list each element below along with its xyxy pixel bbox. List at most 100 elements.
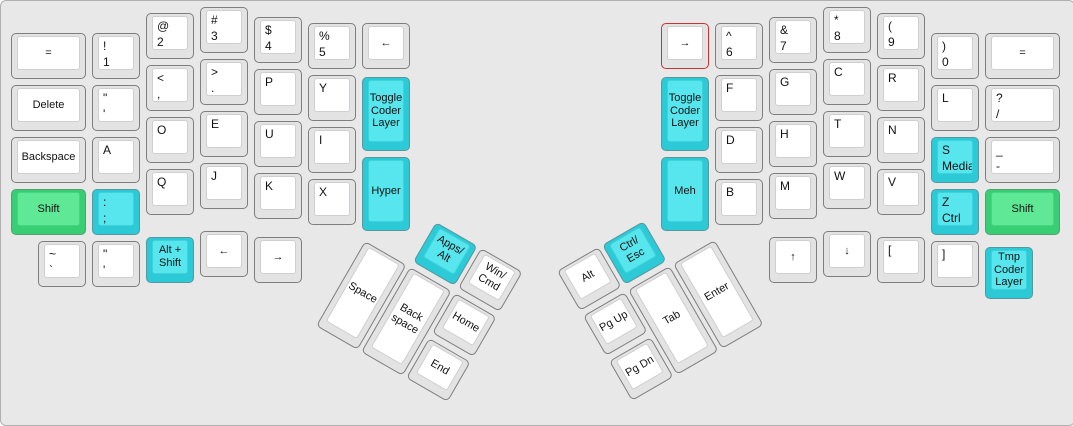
key-legend: Enter bbox=[702, 279, 731, 304]
key-underscore-minus[interactable]: _- bbox=[985, 137, 1060, 183]
key-legend: ' bbox=[103, 106, 106, 121]
keycap-face: [ bbox=[883, 240, 919, 274]
key-legend: Pg Dn bbox=[623, 353, 656, 379]
key-legend: = bbox=[1019, 46, 1026, 59]
key-legend: Meh bbox=[674, 184, 696, 197]
key-letter-a[interactable]: A bbox=[92, 137, 140, 183]
key-letter-h[interactable]: H bbox=[769, 121, 817, 167]
key-legend: ^ bbox=[726, 29, 732, 43]
key-letter-f[interactable]: F bbox=[715, 75, 763, 121]
key-quote-bottom[interactable]: "' bbox=[92, 241, 140, 287]
key-alt-shift[interactable]: Alt +Shift bbox=[146, 237, 194, 283]
keycap-face: Shift bbox=[991, 192, 1054, 226]
key-bracket-open[interactable]: [ bbox=[877, 237, 925, 283]
key-letter-r[interactable]: R bbox=[877, 65, 925, 111]
key-num-8[interactable]: *8 bbox=[823, 7, 871, 53]
key-legend: V bbox=[888, 175, 897, 189]
keycap-face: ] bbox=[937, 244, 973, 278]
key-letter-j[interactable]: J bbox=[200, 163, 248, 209]
key-shift-right[interactable]: Shift bbox=[985, 189, 1060, 235]
key-arrow-down[interactable]: ↓ bbox=[823, 231, 871, 277]
key-letter-p[interactable]: P bbox=[254, 69, 302, 115]
key-legend: Z bbox=[942, 195, 950, 209]
key-letter-u[interactable]: U bbox=[254, 121, 302, 167]
keycap-face: Q bbox=[152, 172, 188, 206]
key-letter-t[interactable]: T bbox=[823, 111, 871, 157]
key-letter-w[interactable]: W bbox=[823, 163, 871, 209]
key-tilde[interactable]: ~` bbox=[38, 241, 86, 287]
key-question-slash[interactable]: ?/ bbox=[985, 85, 1060, 131]
key-letter-x[interactable]: X bbox=[308, 179, 356, 225]
key-arrow-right-top[interactable]: → bbox=[661, 23, 709, 69]
key-num-2[interactable]: @2 bbox=[146, 13, 194, 59]
keycap-face: "' bbox=[98, 244, 134, 278]
key-legend: M bbox=[780, 179, 790, 193]
key-meh[interactable]: Meh bbox=[661, 157, 709, 231]
key-bracket-close[interactable]: ] bbox=[931, 241, 979, 287]
keycap-face: → bbox=[667, 26, 703, 60]
key-period[interactable]: >. bbox=[200, 59, 248, 105]
key-letter-i[interactable]: I bbox=[308, 127, 356, 173]
key-legend: = bbox=[45, 46, 52, 59]
keycap-face: _- bbox=[991, 140, 1054, 174]
key-letter-q[interactable]: Q bbox=[146, 169, 194, 215]
key-num-1[interactable]: !1 bbox=[92, 33, 140, 79]
key-legend: * bbox=[834, 13, 839, 27]
key-num-5[interactable]: %5 bbox=[308, 23, 356, 69]
key-letter-m[interactable]: M bbox=[769, 173, 817, 219]
key-letter-e[interactable]: E bbox=[200, 111, 248, 157]
key-comma[interactable]: <, bbox=[146, 65, 194, 111]
key-letter-c[interactable]: C bbox=[823, 59, 871, 105]
key-hyper[interactable]: Hyper bbox=[362, 157, 410, 231]
keycap-face: J bbox=[206, 166, 242, 200]
key-legend: J bbox=[211, 169, 217, 183]
key-letter-o[interactable]: O bbox=[146, 117, 194, 163]
key-legend: ( bbox=[888, 19, 892, 33]
key-num-9[interactable]: (9 bbox=[877, 13, 925, 59]
key-semicolon[interactable]: :; bbox=[92, 189, 140, 235]
key-legend: " bbox=[103, 247, 108, 261]
key-letter-y[interactable]: Y bbox=[308, 75, 356, 121]
key-equals-right[interactable]: = bbox=[985, 33, 1060, 79]
key-legend: T bbox=[834, 117, 842, 131]
key-legend: & bbox=[780, 23, 789, 37]
key-legend: ← bbox=[218, 244, 230, 257]
key-arrow-left-top[interactable]: ← bbox=[362, 23, 410, 69]
key-num-4[interactable]: $4 bbox=[254, 17, 302, 63]
key-legend: 2 bbox=[157, 34, 164, 49]
key-arrow-left-bottom[interactable]: ← bbox=[200, 231, 248, 277]
key-legend: Layer bbox=[995, 276, 1023, 289]
key-equals[interactable]: = bbox=[11, 33, 86, 79]
key-backspace[interactable]: Backspace bbox=[11, 137, 86, 183]
key-num-6[interactable]: ^6 bbox=[715, 23, 763, 69]
keycap-face: Pg Up bbox=[589, 297, 638, 346]
key-legend: " bbox=[103, 91, 108, 105]
key-letter-v[interactable]: V bbox=[877, 169, 925, 215]
key-num-0[interactable]: )0 bbox=[931, 33, 979, 79]
key-letter-l[interactable]: L bbox=[931, 85, 979, 131]
keycap-face: P bbox=[260, 72, 296, 106]
key-delete[interactable]: Delete bbox=[11, 85, 86, 131]
key-quote[interactable]: "' bbox=[92, 85, 140, 131]
key-legend: _ bbox=[996, 143, 1003, 157]
keycap-face: N bbox=[883, 120, 919, 154]
key-letter-k[interactable]: K bbox=[254, 173, 302, 219]
key-letter-g[interactable]: G bbox=[769, 69, 817, 115]
key-arrow-right-bottom[interactable]: → bbox=[254, 237, 302, 283]
key-arrow-up[interactable]: ↑ bbox=[769, 237, 817, 283]
key-letter-d[interactable]: D bbox=[715, 127, 763, 173]
key-legend: E bbox=[211, 117, 220, 131]
key-num-3[interactable]: #3 bbox=[200, 7, 248, 53]
keycap-face: U bbox=[260, 124, 296, 158]
key-shift-left[interactable]: Shift bbox=[11, 189, 86, 235]
key-letter-n[interactable]: N bbox=[877, 117, 925, 163]
key-letter-b[interactable]: B bbox=[715, 179, 763, 225]
key-num-7[interactable]: &7 bbox=[769, 17, 817, 63]
